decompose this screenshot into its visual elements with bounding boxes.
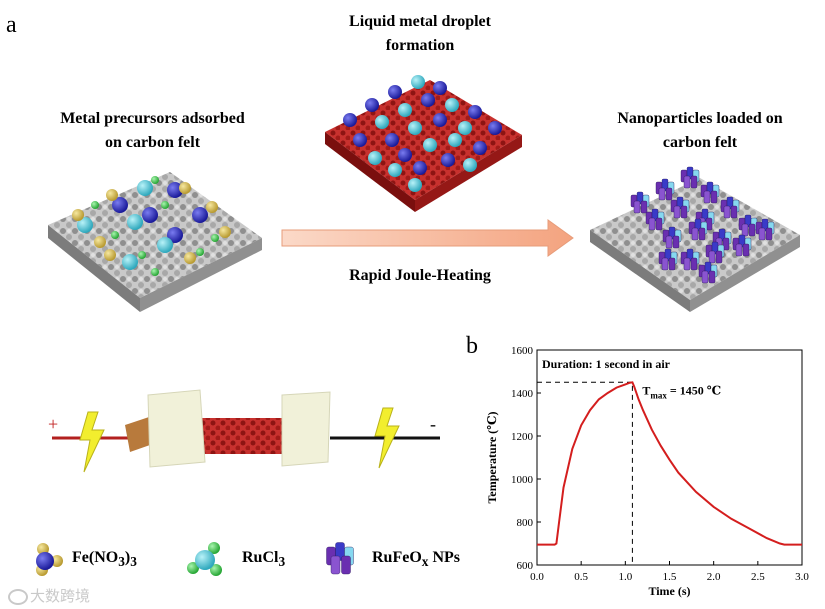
top-step-label: Liquid metal droplet formation bbox=[349, 13, 491, 54]
y-tick-label: 1000 bbox=[511, 474, 534, 486]
x-tick-label: 3.0 bbox=[795, 571, 809, 583]
temperature-curve bbox=[537, 381, 802, 546]
y-tick-label: 1600 bbox=[511, 345, 534, 357]
temperature-chart: 0.0 0.5 1.0 1.5 2.0 2.5 3.0 600 800 1000 1200 1400 1… bbox=[485, 345, 809, 598]
rucl3-label: RuCl3 bbox=[242, 549, 286, 570]
precursor-molecules bbox=[72, 176, 231, 276]
axis-ticks: 0.0 0.5 1.0 1.5 2.0 2.5 3.0 600 800 1000 1200 1400 1… bbox=[511, 345, 809, 583]
liquid-metal-droplets bbox=[343, 75, 502, 192]
rufeox-nps-icon bbox=[326, 542, 354, 575]
lightning-bolt-left-icon bbox=[79, 411, 105, 473]
x-tick-label: 2.0 bbox=[707, 571, 721, 583]
joule-heating-circuit bbox=[52, 389, 440, 468]
lightning-bolt-right-icon bbox=[374, 407, 400, 469]
panel-a-letter: a bbox=[6, 12, 17, 38]
right-step-label: Nanoparticles loaded on carbon felt bbox=[617, 110, 783, 151]
process-arrow-label: Rapid Joule-Heating bbox=[349, 267, 491, 284]
y-tick-label: 600 bbox=[517, 560, 534, 572]
plus-terminal-label: + bbox=[48, 414, 59, 434]
fe-no3-label: Fe(NO3)3 bbox=[72, 549, 137, 570]
x-tick-label: 0.0 bbox=[530, 571, 544, 583]
panel-b-letter: b bbox=[466, 333, 478, 359]
y-tick-label: 1200 bbox=[511, 431, 534, 443]
fe-no3-icon bbox=[36, 543, 63, 576]
rufeox-nps-label: RuFeOx NPs bbox=[372, 549, 461, 570]
tmax-guide-lines bbox=[537, 381, 633, 565]
watermark-logo-icon bbox=[8, 588, 28, 605]
y-tick-label: 1400 bbox=[511, 388, 534, 400]
x-tick-label: 1.5 bbox=[663, 571, 677, 583]
nanoparticle-clusters bbox=[630, 166, 775, 284]
x-tick-label: 2.5 bbox=[751, 571, 765, 583]
process-arrow bbox=[281, 219, 574, 257]
watermark: 大数跨境 bbox=[8, 585, 90, 606]
left-step-label: Metal precursors adsorbed on carbon felt bbox=[60, 110, 245, 151]
x-axis-label: Time (s) bbox=[648, 584, 690, 598]
y-tick-label: 800 bbox=[517, 517, 534, 529]
x-tick-label: 0.5 bbox=[574, 571, 588, 583]
x-tick-label: 1.0 bbox=[618, 571, 632, 583]
right-carbon-felt bbox=[590, 178, 800, 312]
rucl3-icon bbox=[187, 542, 222, 576]
duration-annotation: Duration: 1 second in air bbox=[542, 357, 671, 371]
minus-terminal-label: - bbox=[430, 414, 436, 434]
tmax-annotation: Tmax = 1450 ℃ bbox=[642, 383, 721, 400]
y-axis-label: Temperature (℃) bbox=[485, 411, 499, 503]
left-carbon-felt bbox=[48, 172, 262, 312]
